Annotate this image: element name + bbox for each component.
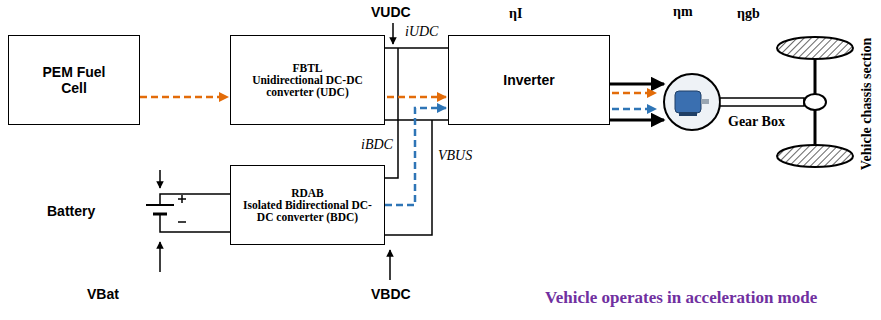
voltage-label: VBat (86, 286, 120, 302)
voltage-arrows (392, 23, 394, 44)
motor-icon (679, 112, 697, 116)
source-box: PEM Fuel Cell (8, 35, 140, 125)
drive-shaft (720, 58, 826, 146)
converter-box: FBTLUnidirectional DC-DC converter (UDC) (230, 35, 385, 125)
efficiency-label: ηgb (736, 6, 761, 22)
battery-symbol (178, 221, 186, 223)
dc-bus-wires (385, 48, 448, 235)
drive-shaft (804, 94, 826, 110)
current-label: iUDC (404, 24, 439, 40)
inverter-box: Inverter (448, 35, 610, 125)
box-title: FBTL (292, 62, 322, 74)
part-label: Battery (46, 203, 96, 219)
efficiency-label: ηI (508, 6, 523, 22)
motor-feed-arrows (610, 84, 664, 120)
voltage-arrows (160, 23, 393, 280)
dc-bus-wires (385, 119, 448, 121)
power-flow-arrow (387, 96, 446, 99)
battery-symbol (146, 194, 230, 232)
section-label: Vehicle chassis section (859, 37, 875, 171)
voltage-arrows (159, 170, 161, 188)
voltage-arrows (159, 242, 161, 272)
box-title: PEM Fuel Cell (38, 64, 110, 96)
power-flow-arrow (140, 96, 228, 99)
battery-symbol (160, 194, 230, 205)
motor-icon (675, 91, 701, 113)
voltage-label: VBUS (437, 148, 473, 164)
drive-shaft (720, 98, 804, 106)
battery-symbol (181, 195, 183, 203)
battery-symbol (160, 214, 230, 232)
box-text: Isolated Bidirectional DC-DC converter (… (243, 199, 373, 223)
motor-icon (701, 99, 709, 104)
motor-feed-arrows (610, 83, 664, 86)
voltage-label: VUDC (370, 4, 412, 20)
motor-feed-arrows (612, 92, 656, 95)
voltage-label: VBDC (370, 286, 412, 302)
box-title: Inverter (503, 72, 554, 88)
vehicle-wheels (777, 37, 853, 59)
vehicle-wheels (777, 37, 853, 167)
dc-bus-wires (385, 48, 398, 178)
motor-icon (664, 74, 720, 130)
efficiency-label: ηm (672, 4, 694, 20)
motor-feed-arrows (612, 108, 656, 111)
dc-bus-wires (385, 47, 448, 49)
caption-text: Vehicle operates in acceleration mode (545, 288, 817, 308)
motor-feed-arrows (610, 119, 664, 122)
voltage-arrows (389, 250, 391, 280)
box-title: RDAB (291, 187, 324, 199)
box-text: Unidirectional DC-DC converter (UDC) (243, 74, 373, 98)
part-label: Gear Box (727, 114, 786, 130)
motor-icon (664, 74, 720, 130)
converter-box: RDABIsolated Bidirectional DC-DC convert… (230, 165, 385, 245)
current-label: iBDC (360, 137, 394, 153)
vehicle-wheels (777, 145, 853, 167)
